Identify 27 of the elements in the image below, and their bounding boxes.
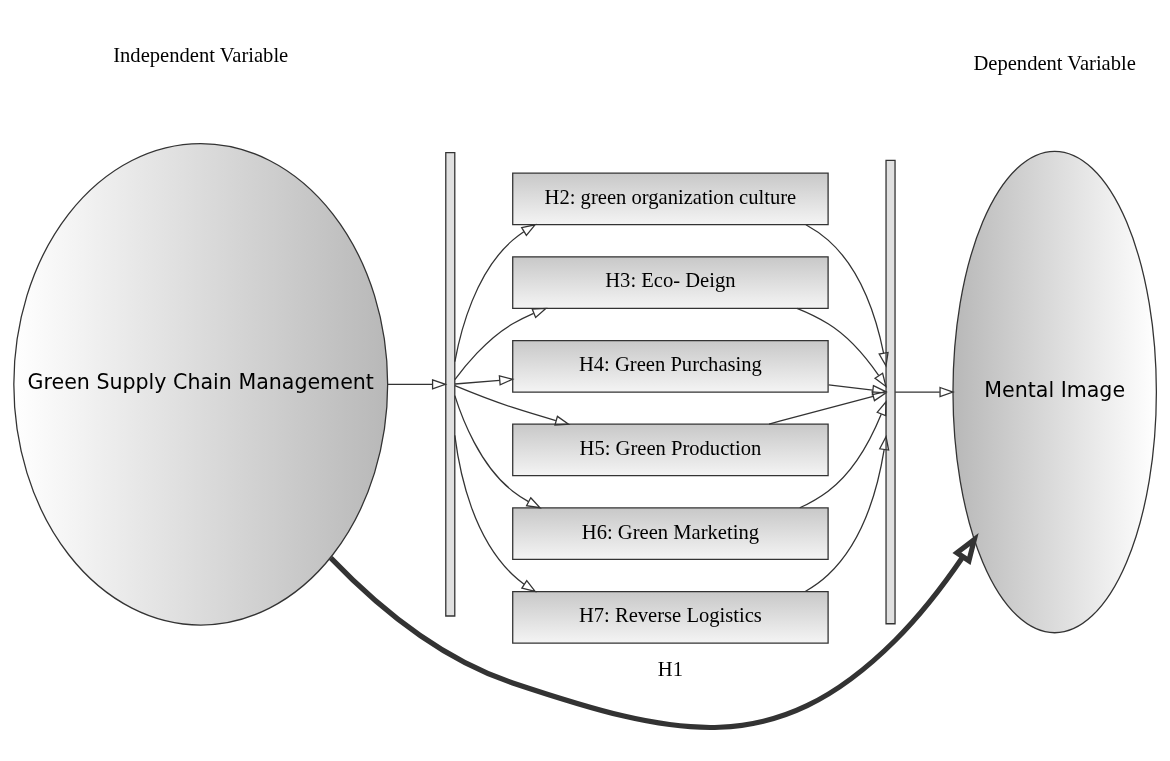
arrow	[805, 223, 889, 368]
node-box: H7: Reverse Logistics	[512, 590, 829, 644]
arrow	[768, 390, 888, 425]
node-box: H6: Green Marketing	[512, 506, 829, 560]
arrow	[328, 532, 979, 730]
arrow	[828, 383, 888, 395]
arrow	[454, 434, 537, 592]
edge-label: H1	[657, 657, 683, 680]
arrow	[799, 399, 887, 508]
arrow	[454, 223, 537, 362]
node-bar	[445, 151, 456, 617]
arrow	[454, 394, 542, 509]
arrow	[454, 384, 571, 426]
label: Dependent Variable	[973, 51, 1136, 74]
label: Independent Variable	[113, 43, 289, 66]
node-bar	[885, 159, 896, 624]
arrow	[796, 307, 887, 388]
node-box: H3: Eco- Deign	[512, 255, 829, 309]
node-box: H2: green organization culture	[512, 172, 829, 225]
node-box: H5: Green Production	[512, 423, 829, 476]
node-box: H4: Green Purchasing	[512, 339, 829, 393]
arrow	[454, 374, 515, 386]
node-ellipse: Green Supply Chain Management	[13, 142, 389, 626]
arrow	[387, 378, 448, 390]
arrow	[804, 434, 890, 592]
arrow	[454, 307, 548, 380]
arrow	[894, 386, 955, 397]
